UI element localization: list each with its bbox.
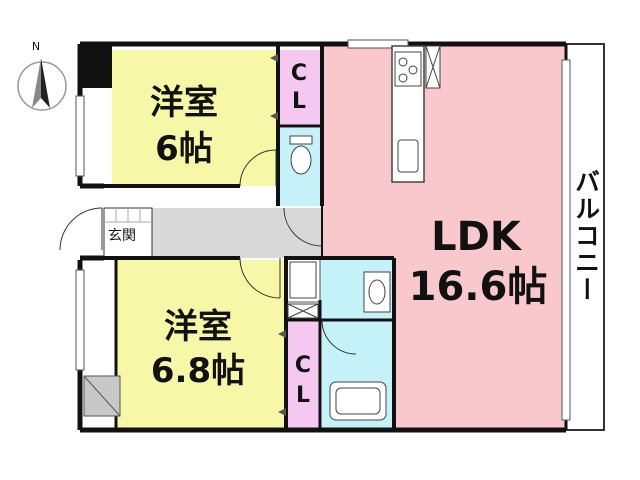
toilet-bowl-icon [290,145,312,175]
toilet-tank-icon [289,135,313,145]
western-room-2 [116,260,286,428]
window-left-2 [75,269,85,371]
closet-2 [286,320,320,428]
entrance-tile-pattern [104,208,152,223]
sliding-door-balcony [561,59,571,421]
closet-1-line1: C [291,61,307,86]
compass-ring [17,61,67,111]
bathtub-icon [329,381,387,421]
compass: N [17,40,67,111]
room-1-size: 6帖 [155,129,213,169]
closet-2-line1: C [295,353,311,378]
closet-shelf-marks [270,54,286,416]
north-label: N [32,40,40,53]
entrance-label: 玄関 [108,227,136,244]
storage-box-diag-2 [287,303,319,319]
closet-1 [280,50,320,126]
bathtub-inner-icon [335,387,381,415]
closet-2-line2: L [296,383,310,408]
room-2-name: 洋室 [164,307,232,347]
window-left-1 [75,95,85,177]
western-room-1 [112,50,278,186]
north-arrow-icon [32,58,41,108]
window-top-ldk [347,39,409,49]
north-arrow-icon-dark [41,58,50,108]
burner-icon-1 [398,57,408,67]
kitchen-cabinet-diag2 [425,45,441,89]
pillar-top-left [80,44,112,88]
burner-icon-3 [398,73,408,83]
room-1-name: 洋室 [150,83,218,123]
hallway [150,208,322,258]
doors [59,149,357,355]
laundry-pan-icon [289,261,317,299]
ldk-name: LDK [431,214,523,260]
washbasin-bowl-icon [368,279,386,305]
pillar-bottom-left-diag [83,375,121,417]
ldk-size: 16.6帖 [409,264,548,310]
burner-icon-2 [408,65,418,75]
sink-icon [397,139,419,173]
balcony-label: バルコニー [572,169,601,304]
closet-1-line2: L [292,89,306,114]
washbasin-icon [363,271,391,313]
room-2-size: 6.8帖 [151,351,245,391]
